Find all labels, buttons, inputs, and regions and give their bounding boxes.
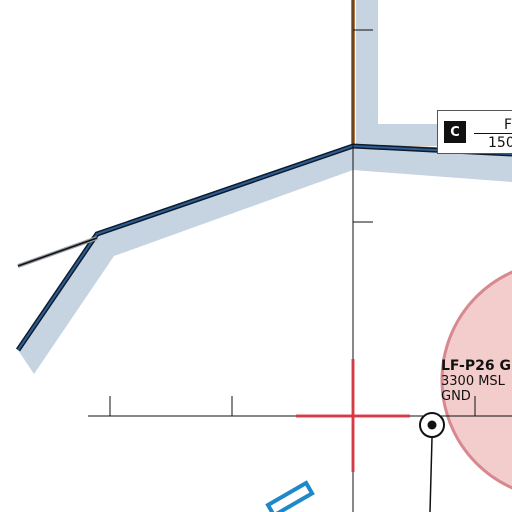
route-line-dark [17, 237, 98, 267]
danger-zone-area[interactable] [440, 262, 512, 498]
danger-zone-label[interactable]: LF-P26 G 3300 MSL GND [441, 358, 511, 405]
airspace-lower-limit: 150 [488, 135, 512, 151]
airspace-class-box[interactable]: C F 150 [437, 110, 512, 154]
navaid-icon[interactable] [419, 412, 445, 512]
airspace-class-badge: C [444, 121, 466, 143]
waypoint-icon[interactable] [265, 480, 315, 512]
airspace-boundary-band [18, 148, 512, 374]
danger-zone-upper-limit: 3300 MSL [441, 374, 505, 389]
airspace-upper-limit: F [504, 117, 512, 133]
danger-zone-lower-limit: GND [441, 389, 471, 404]
crosshair-icon[interactable] [296, 359, 410, 472]
danger-zone-name: LF-P26 G [441, 358, 511, 374]
tma-corridor-band [356, 0, 378, 150]
airspace-boundary-line-inner [17, 144, 512, 351]
airspace-box-divider [474, 133, 512, 134]
